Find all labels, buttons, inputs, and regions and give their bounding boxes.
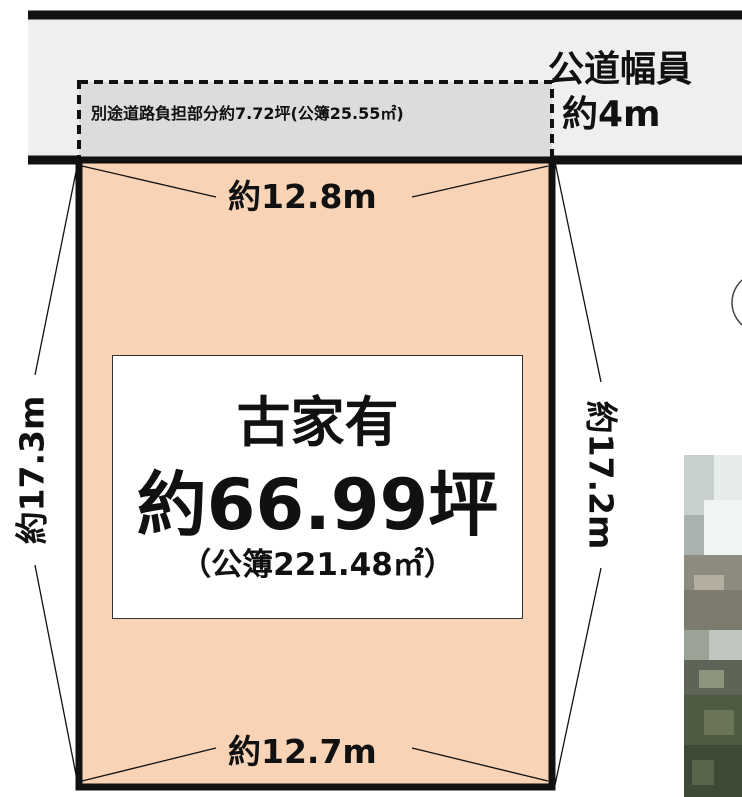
right-dimension-line-top xyxy=(554,161,602,383)
road-width-value: 約4m xyxy=(562,94,661,135)
top-dimension-line-left xyxy=(81,165,217,198)
bottom-dimension-line-right xyxy=(411,747,549,782)
photo-pixels xyxy=(684,455,742,797)
lot-area-tsubo: 約66.99坪 xyxy=(136,464,499,546)
top-dimension-line-right xyxy=(411,165,549,198)
top-width-label: 約12.8m xyxy=(228,177,377,216)
right-dimension-line-bottom xyxy=(554,567,602,786)
circle-fragment xyxy=(731,279,742,326)
lot-area-registered: （公簿221.48㎡） xyxy=(180,547,455,583)
road-width-label: 公道幅員 xyxy=(548,49,693,90)
photo-thumbnail xyxy=(684,455,742,797)
house-note: 古家有 xyxy=(236,391,399,454)
right-depth-label: 約17.2m xyxy=(581,400,621,550)
left-depth-label: 約17.3m xyxy=(12,395,52,545)
left-dimension-line-top xyxy=(34,161,79,376)
bottom-width-label: 約12.7m xyxy=(228,732,377,771)
road-burden-note: 別途道路負担部分約7.72坪(公簿25.55㎡) xyxy=(91,104,404,123)
left-dimension-line-bottom xyxy=(34,564,79,786)
bottom-dimension-line-left xyxy=(81,747,217,782)
lot-info-box: 古家有 約66.99坪 （公簿221.48㎡） xyxy=(112,355,523,619)
